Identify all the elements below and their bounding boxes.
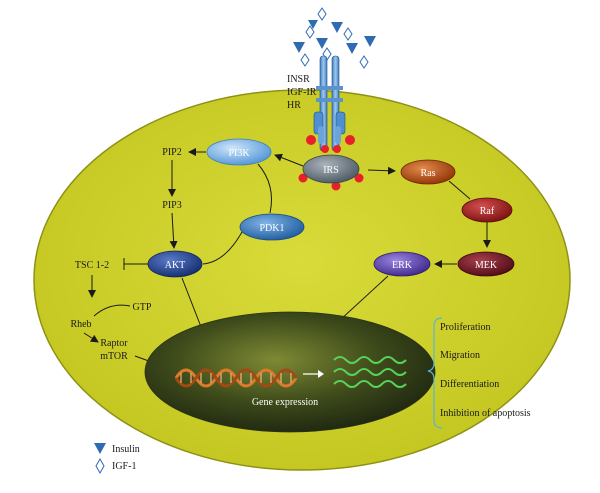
tsc-label: TSC 1-2: [75, 260, 109, 271]
legend: Insulin IGF-1: [94, 443, 140, 475]
phospho-site: [331, 181, 341, 191]
phospho-site: [345, 135, 355, 145]
phospho-site: [298, 173, 308, 183]
receptor-label-insr: INSR: [287, 74, 310, 85]
outcome-proliferation: Proliferation: [440, 322, 491, 333]
phospho-site: [333, 145, 341, 153]
ligand-cluster: [293, 7, 376, 69]
phospho-site: [354, 173, 364, 183]
pip2-label: PIP2: [162, 147, 181, 158]
mek-label: MEK: [475, 260, 498, 271]
dna-helix: [174, 368, 298, 388]
igf-legend-icon: [95, 457, 105, 475]
outcome-inhibition-of-apoptosis: Inhibition of apoptosis: [440, 408, 531, 419]
pip3-label: PIP3: [162, 200, 181, 211]
erk-label: ERK: [392, 260, 413, 271]
pi3k-node: [206, 138, 272, 166]
phospho-site: [306, 135, 316, 145]
akt-label: AKT: [165, 260, 186, 271]
legend-igf-label: IGF-1: [112, 461, 136, 472]
pdk1-label: PDK1: [259, 223, 284, 234]
insulin-icon: [346, 43, 358, 54]
insulin-icon: [331, 22, 343, 33]
igf-icon: [317, 7, 327, 21]
mek-node: [457, 251, 515, 277]
gene-expression-label: Gene expression: [252, 397, 318, 408]
insulin-icon: [364, 36, 376, 47]
outcome-differentiation: Differentiation: [440, 379, 499, 390]
phospho-site: [321, 145, 329, 153]
gtp-label: GTP: [133, 302, 152, 313]
insulin-legend-icon: [94, 443, 106, 454]
irs-label: IRS: [323, 165, 339, 176]
igf-icon: [305, 25, 315, 39]
pdk1-node: [239, 213, 305, 241]
insulin-icon: [293, 42, 305, 53]
mtor-label: mTOR: [100, 351, 128, 362]
receptor-label-hr: HR: [287, 100, 301, 111]
raptor-label: Raptor: [100, 338, 128, 349]
ras-label: Ras: [421, 168, 436, 179]
receptor: [306, 55, 355, 153]
erk-node: [373, 251, 431, 277]
igf-icon: [343, 27, 353, 41]
insulin-icon: [308, 20, 318, 29]
legend-insulin-label: Insulin: [112, 444, 140, 455]
ras-node: [400, 159, 456, 185]
igf-icon: [359, 55, 369, 69]
outcome-migration: Migration: [440, 350, 480, 361]
pi3k-label: PI3K: [228, 148, 250, 159]
igf-icon: [300, 53, 310, 67]
receptor-label-igfir: IGF-IR: [287, 87, 317, 98]
insulin-icon: [316, 38, 328, 49]
irs-node: [302, 154, 360, 184]
mrna-strands: [333, 356, 407, 388]
rheb-label: Rheb: [70, 319, 91, 330]
raf-label: Raf: [480, 206, 495, 217]
outcomes-bracket: [427, 317, 443, 429]
